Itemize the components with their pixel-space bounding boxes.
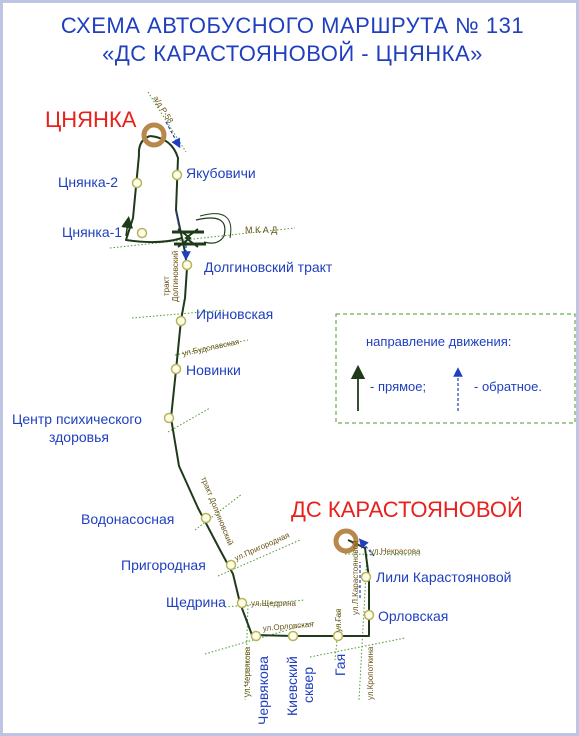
road-shchedrina [224, 599, 306, 608]
road-orlovskaya-e [309, 637, 406, 658]
stop-label-gaya: Гая [332, 654, 348, 676]
stop-kievsky-skver[interactable] [287, 630, 299, 642]
stop-label-novinki: Новинки [186, 362, 241, 378]
stop-label-shchedrina: Щедрина [166, 594, 226, 610]
stop-label-irinovskaya: Ириновская [196, 306, 273, 322]
stop-chervyakova[interactable] [250, 630, 262, 642]
highway-interchange-icon [172, 213, 232, 248]
route-backward-dash-2 [175, 211, 181, 233]
street-label-trakt-dolginovsky: тракт Долгиновский [199, 475, 235, 546]
street-label-trakt: тракт [162, 276, 171, 296]
legend-box [335, 313, 576, 424]
road-center [167, 407, 211, 433]
street-label-kropotkina: ул.Кропоткина [366, 646, 375, 700]
street-label-orlovskaya: ул.Орловская [262, 620, 314, 633]
stop-yakubovichi[interactable] [171, 169, 183, 181]
route-main [170, 237, 370, 637]
stop-label-prigorodnaya: Пригородная [121, 557, 206, 573]
route-loop-east [149, 135, 183, 239]
terminal-ring-icon [141, 122, 167, 148]
street-label-r58: а/д Р-58 [151, 94, 175, 125]
stop-novinki[interactable] [170, 363, 182, 375]
street-label-gaya: ул.Гая [334, 609, 343, 632]
stop-label-yakubovichi: Якубовичи [186, 165, 256, 181]
road-irinovskaya [131, 309, 226, 319]
map-title-line-2: «ДС КАРАСТОЯНОВОЙ - ЦНЯНКА» [102, 41, 483, 66]
road-r58 [147, 91, 187, 153]
road-vodonasosnaya [194, 493, 243, 531]
stop-label-kievsky-line2: сквер [300, 667, 316, 703]
terminal-ring-icon [333, 528, 359, 554]
stop-label-dolginovsky-trakt: Долгиновский тракт [204, 259, 333, 275]
stop-center[interactable] [163, 412, 175, 424]
stop-label-tsnyanka2: Цнянка-2 [58, 174, 118, 190]
street-label-karastoyanovoy: ул.Л.Карастояновой [351, 541, 360, 616]
stop-shchedrina[interactable] [236, 597, 248, 609]
street-label-budslavskaya: ул.Будславская [182, 337, 241, 358]
stop-dolginovsky-trakt[interactable] [181, 259, 193, 271]
street-label-mkad: М К А Д [245, 225, 277, 235]
street-label-dolginovsky: Долгиновский [171, 251, 180, 302]
route-forward-arrow-1 [121, 216, 134, 237]
stop-irinovskaya[interactable] [175, 315, 187, 327]
stop-prigorodnaya[interactable] [225, 559, 237, 571]
stop-label-kievsky-line1: Киевский [284, 656, 300, 716]
stop-label-vodonasosnaya: Водонасосная [81, 511, 174, 527]
legend-forward-label: - прямое; [370, 379, 426, 394]
stop-lili[interactable] [360, 571, 372, 583]
road-mkad [109, 227, 296, 249]
stop-label-center-line1: Центр психического [12, 411, 142, 427]
road-lines [109, 91, 421, 701]
stop-label-orlovskaya: Орловская [378, 608, 448, 624]
stop-label-lili: Лили Карастояновой [376, 569, 511, 585]
legend-backward-label: - обратное. [474, 379, 542, 394]
route-backward-arrow-3 [358, 538, 375, 557]
street-label-shchedrina: ул.Щедрина [251, 599, 296, 608]
stop-orlovskaya[interactable] [363, 609, 375, 621]
stop-label-chervyakova: Червякова [255, 656, 271, 725]
route-backward-arrow-1 [165, 121, 181, 149]
terminal-label-north: ЦНЯНКА [45, 107, 137, 132]
terminal-label-south: ДС КАРАСТОЯНОВОЙ [291, 497, 523, 522]
stop-vodonasosnaya[interactable] [200, 512, 212, 524]
stop-label-tsnyanka1: Цнянка-1 [62, 224, 122, 240]
street-label-prigorodnaya: ул.Пригородная [233, 531, 291, 563]
stop-label-center-line2: здоровья [49, 429, 109, 445]
street-label-chervyakova: ул.Червякова [243, 646, 252, 697]
stop-gaya[interactable] [332, 630, 344, 642]
legend: направление движения: - прямое; - обратн… [335, 313, 576, 424]
stop-tsnyanka2[interactable] [131, 177, 143, 189]
map-title-line-1: СХЕМА АВТОБУСНОГО МАРШРУТА № 131 [60, 13, 525, 38]
street-label-nekrasova: ул.Некрасова [370, 547, 421, 556]
stop-tsnyanka1[interactable] [136, 227, 148, 239]
route-loop-west [125, 135, 183, 244]
legend-heading: направление движения: [366, 334, 511, 349]
